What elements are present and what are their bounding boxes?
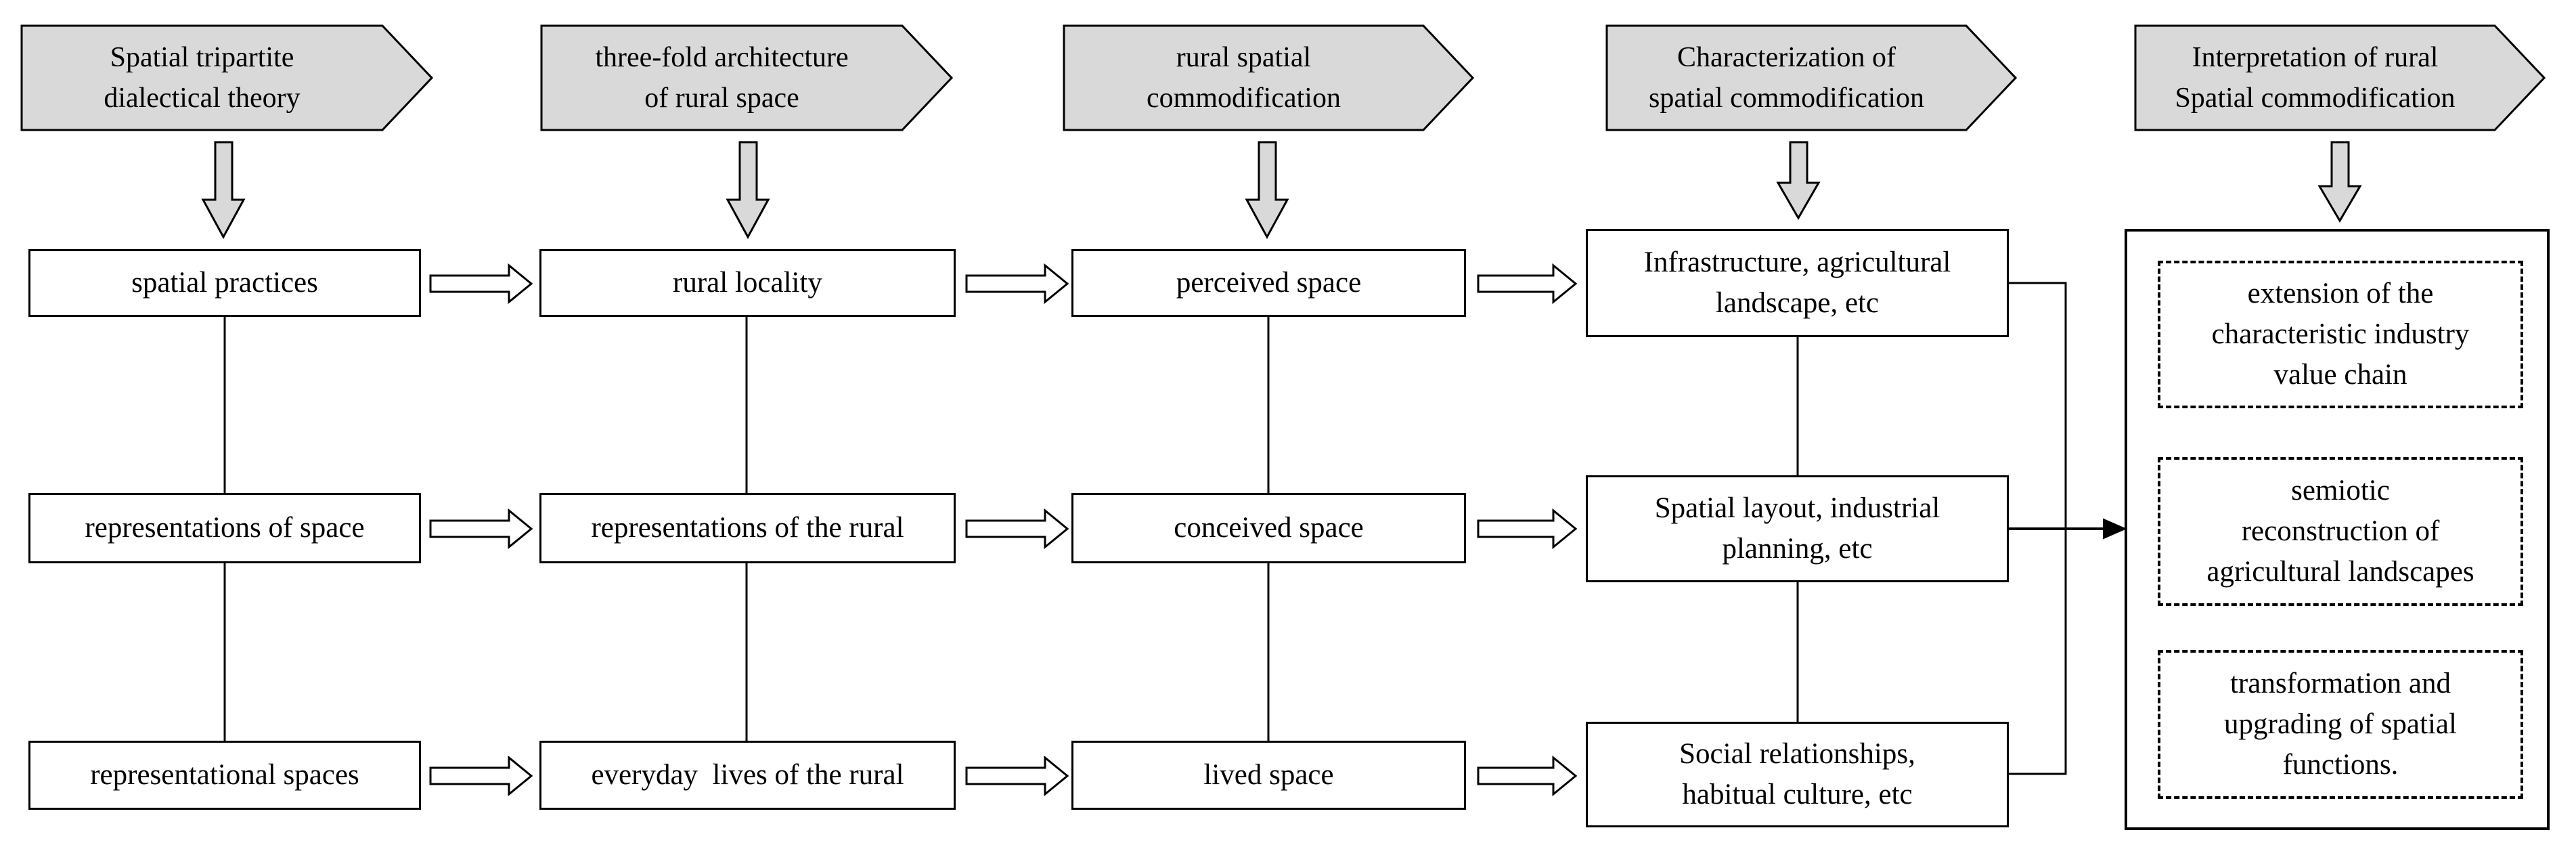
down-arrow-3 <box>1245 141 1289 240</box>
box-social-relationships: Social relationships, habitual culture, … <box>1586 722 2009 827</box>
box-spatial-practices: spatial practices <box>28 249 421 317</box>
box-spatial-layout: Spatial layout, industrial planning, etc <box>1586 475 2009 582</box>
item-line: extension of the <box>2247 278 2434 309</box>
down-arrow-1 <box>201 141 246 240</box>
right-arrow-r3-c1 <box>429 755 533 797</box>
box-label: perceived space <box>1176 267 1362 299</box>
interpretation-panel <box>2125 229 2550 830</box>
box-label: representational spaces <box>90 759 359 791</box>
right-arrow-r1-c1 <box>429 263 533 305</box>
box-label: conceived space <box>1174 512 1364 544</box>
header-characterization: Characterization of spatial commodificat… <box>1607 26 1966 130</box>
box-label: representations of space <box>85 512 365 544</box>
box-line: landscape, etc <box>1715 287 1880 319</box>
item-line: semiotic <box>2291 475 2390 506</box>
down-arrow-4 <box>1776 141 1821 221</box>
box-perceived-space: perceived space <box>1071 249 1466 317</box>
header-line: Interpretation of rural <box>2192 42 2439 73</box>
box-representations-of-space: representations of space <box>28 493 421 563</box>
header-line: of rural space <box>644 83 799 114</box>
header-spatial-tripartite: Spatial tripartite dialectical theory <box>22 26 382 130</box>
box-representations-of-the-rural: representations of the rural <box>539 493 956 563</box>
header-line: Characterization of <box>1677 42 1896 73</box>
item-line: transformation and <box>2229 668 2451 699</box>
item-semiotic-reconstruction: semiotic reconstruction of agricultural … <box>2158 457 2523 606</box>
black-arrowhead <box>2103 518 2127 540</box>
right-arrow-r3-c2 <box>965 755 1069 797</box>
header-interpretation: Interpretation of rural Spatial commodif… <box>2135 26 2495 130</box>
right-arrow-r1-c3 <box>1477 263 1578 305</box>
box-label: everyday lives of the rural <box>591 759 904 791</box>
item-transformation-upgrading: transformation and upgrading of spatial … <box>2158 650 2523 799</box>
box-rural-locality: rural locality <box>539 249 956 317</box>
right-arrow-r2-c2 <box>965 508 1069 550</box>
down-arrow-5 <box>2317 141 2362 223</box>
item-line: reconstruction of <box>2241 515 2440 547</box>
right-arrow-r2-c1 <box>429 508 533 550</box>
item-line: characteristic industry <box>2211 318 2470 350</box>
header-rural-commodification: rural spatial commodification <box>1064 26 1423 130</box>
header-shape-1 <box>20 24 434 131</box>
header-three-fold-architecture: three-fold architecture of rural space <box>541 26 902 130</box>
box-everyday-lives: everyday lives of the rural <box>539 741 956 810</box>
box-label: spatial practices <box>131 267 318 299</box>
box-label: lived space <box>1203 759 1334 791</box>
right-arrow-r3-c3 <box>1477 755 1578 797</box>
header-shape-5 <box>2134 24 2546 131</box>
item-line: upgrading of spatial <box>2224 708 2457 740</box>
box-conceived-space: conceived space <box>1071 493 1466 563</box>
box-lived-space: lived space <box>1071 741 1466 810</box>
down-arrow-2 <box>726 141 770 240</box>
box-label: representations of the rural <box>591 512 904 544</box>
box-label: rural locality <box>673 267 822 299</box>
box-line: Infrastructure, agricultural <box>1643 246 1951 278</box>
header-shape-3 <box>1063 24 1475 131</box>
item-line: agricultural landscapes <box>2206 556 2474 588</box>
header-line: Spatial tripartite <box>110 42 294 73</box>
box-representational-spaces: representational spaces <box>28 741 421 810</box>
right-arrow-r2-c3 <box>1477 508 1578 550</box>
box-line: Social relationships, <box>1679 738 1915 770</box>
header-line: Spatial commodification <box>2175 83 2456 114</box>
item-value-chain: extension of the characteristic industry… <box>2158 261 2523 408</box>
box-infrastructure: Infrastructure, agricultural landscape, … <box>1586 229 2009 337</box>
item-line: value chain <box>2273 359 2407 391</box>
header-line: commodification <box>1147 83 1341 114</box>
right-arrow-r1-c2 <box>965 263 1069 305</box>
header-shape-4 <box>1605 24 2018 131</box>
header-line: rural spatial <box>1176 42 1312 73</box>
header-line: dialectical theory <box>104 83 301 114</box>
box-line: habitual culture, etc <box>1682 779 1913 810</box>
box-line: planning, etc <box>1722 533 1873 565</box>
box-line: Spatial layout, industrial <box>1654 492 1940 524</box>
item-line: functions. <box>2282 749 2399 781</box>
header-shape-2 <box>540 24 954 131</box>
header-line: spatial commodification <box>1648 83 1925 114</box>
header-line: three-fold architecture <box>595 42 849 73</box>
